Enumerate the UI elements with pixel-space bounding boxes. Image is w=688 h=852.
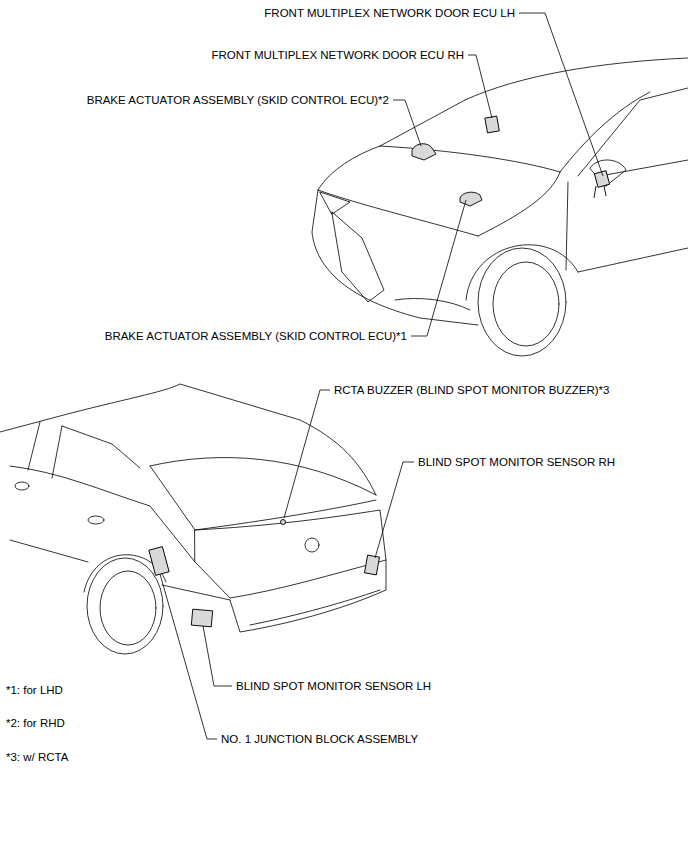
part-label: FRONT MULTIPLEX NETWORK DOOR ECU LH xyxy=(264,6,515,20)
part-label: BRAKE ACTUATOR ASSEMBLY (SKID CONTROL EC… xyxy=(87,93,389,107)
footnote: *1: for LHD xyxy=(6,683,63,697)
footnote: *3: w/ RCTA xyxy=(6,750,68,764)
footnote: *2: for RHD xyxy=(6,716,65,730)
part-label: NO. 1 JUNCTION BLOCK ASSEMBLY xyxy=(221,732,418,746)
part-label: FRONT MULTIPLEX NETWORK DOOR ECU RH xyxy=(211,48,464,62)
part-label: BLIND SPOT MONITOR SENSOR LH xyxy=(236,679,431,693)
part-label: BLIND SPOT MONITOR SENSOR RH xyxy=(418,455,615,469)
part-label: BRAKE ACTUATOR ASSEMBLY (SKID CONTROL EC… xyxy=(105,329,407,343)
part-label: RCTA BUZZER (BLIND SPOT MONITOR BUZZER)*… xyxy=(334,383,609,397)
